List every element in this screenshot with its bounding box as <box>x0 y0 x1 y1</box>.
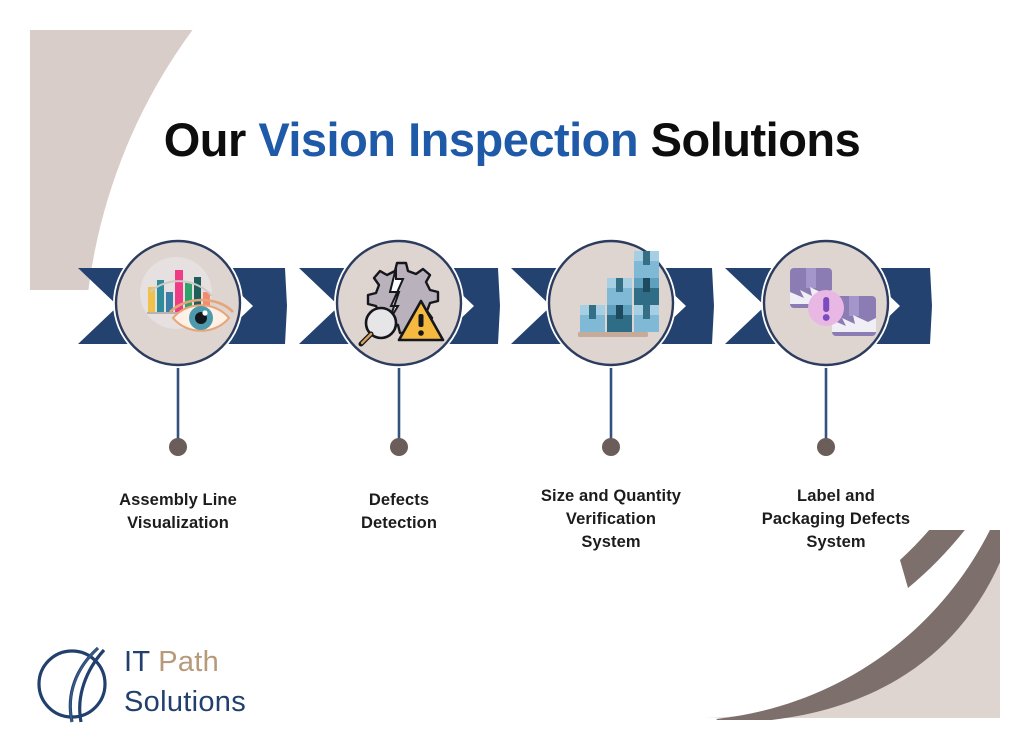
step-badge-assembly-line-visualization[interactable] <box>113 238 243 368</box>
step-labels: Assembly Line Visualization Defects Dete… <box>0 482 1024 572</box>
chevron-arrow-3b <box>646 268 714 344</box>
chevron-arrow-2b <box>434 268 500 344</box>
step-label-line: Label and <box>797 487 875 505</box>
step-label-line: System <box>806 532 866 551</box>
step-label-size-and-quantity-verification-system: Size and Quantity Verification System <box>496 485 726 553</box>
step-label-line: Defects <box>368 491 430 509</box>
step-label-assembly-line-visualization: Assembly Line Visualization <box>58 489 298 535</box>
title-prefix: Our <box>163 113 259 166</box>
step-badge-label-and-packaging-defects-system[interactable] <box>761 238 891 368</box>
chevron-arrow-4b <box>860 268 932 344</box>
connector-dot-2 <box>390 438 408 456</box>
logo-text-path: Path <box>158 646 220 678</box>
bar-chart-eye-icon <box>140 257 234 332</box>
title-accent: Vision Inspection <box>258 113 639 166</box>
logo-wordmark: IT Path Solutions <box>124 642 246 722</box>
step-label-line: Detection <box>360 513 438 532</box>
step-badge-defects-detection[interactable] <box>334 238 464 368</box>
connector-dot-3 <box>602 438 620 456</box>
title-suffix: Solutions <box>638 113 861 166</box>
it-path-solutions-logo[interactable]: IT Path Solutions <box>36 636 266 732</box>
corner-shape-bottom-right <box>704 530 1000 720</box>
corner-shape-top-left <box>30 30 360 290</box>
step-label-line: Packaging Defects <box>761 509 911 528</box>
cracked-gear-magnifier-warning-icon <box>358 261 445 347</box>
connector-dot-4 <box>817 438 835 456</box>
chevron-arrow-1b <box>213 268 287 344</box>
connector-dot-1 <box>169 438 187 456</box>
damaged-packages-alert-icon <box>790 268 876 336</box>
logo-text-solutions: Solutions <box>124 686 246 719</box>
logo-mark-icon <box>37 646 107 723</box>
step-label-line: System <box>581 532 641 551</box>
stacked-boxes-icon <box>578 251 659 337</box>
step-badge-size-and-quantity-verification-system[interactable] <box>546 238 676 368</box>
step-label-line: Verification <box>565 509 657 528</box>
connector-lines <box>169 366 835 456</box>
step-label-label-and-packaging-defects-system: Label and Packaging Defects System <box>716 485 956 553</box>
logo-text-it: IT <box>124 646 159 678</box>
page-title: Our Vision Inspection Solutions <box>0 112 1024 167</box>
step-label-line: Assembly Line <box>119 491 237 509</box>
step-label-line: Visualization <box>127 513 229 532</box>
step-label-line: Size and Quantity <box>540 487 682 505</box>
step-label-defects-detection: Defects Detection <box>289 489 509 535</box>
